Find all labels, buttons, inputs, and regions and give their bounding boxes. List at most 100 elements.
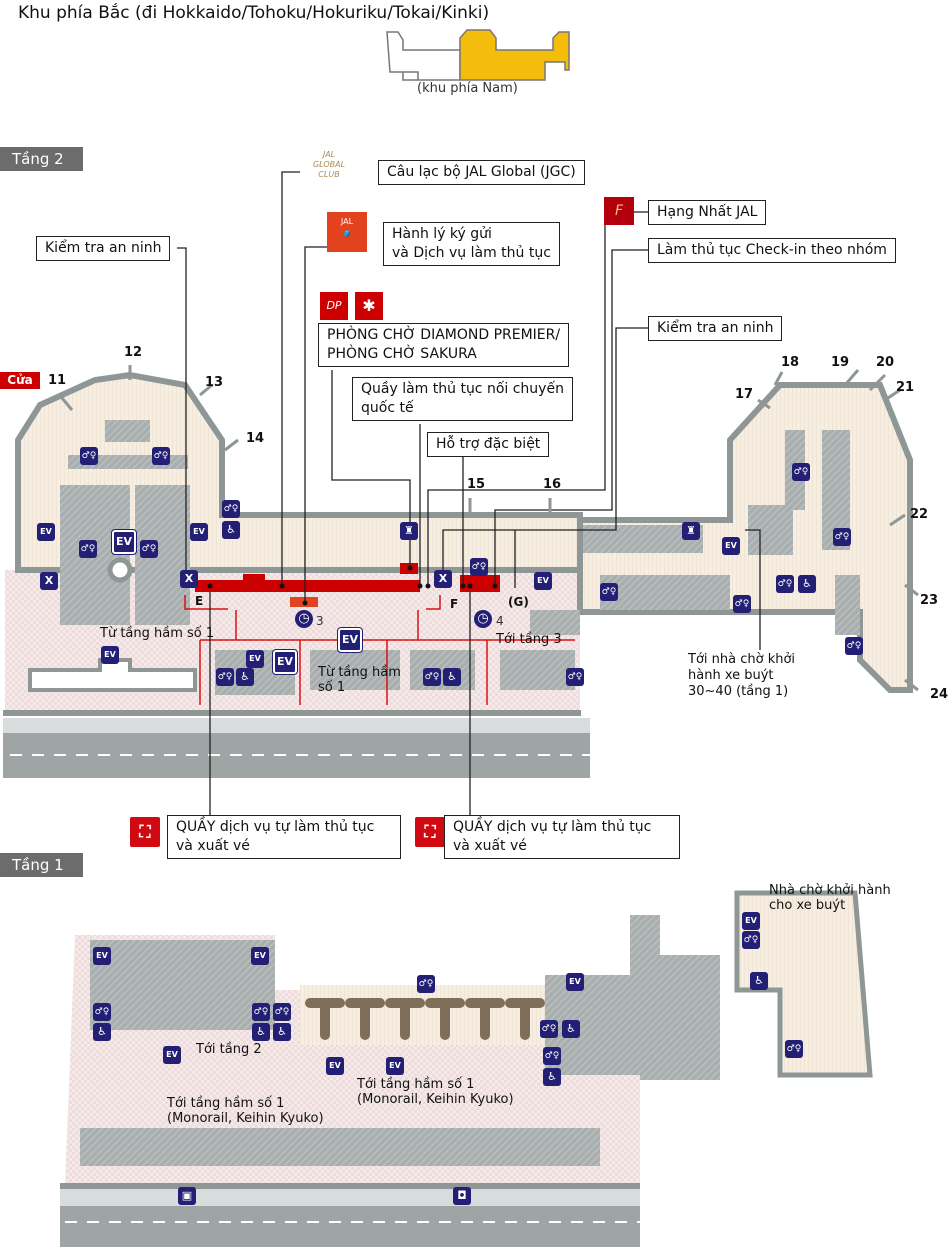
to-b1-line1: Tới tầng hầm số 1 [357,1077,475,1092]
restroom-icon: ♂♀ [470,558,488,576]
bus-waiting-line2: cho xe buýt [769,898,846,913]
intl-line1: Quầy làm thủ tục nối chuyến [361,381,564,397]
restroom-icon: ♂♀ [273,1003,291,1021]
baggage-tag-logo: JAL🧳 [327,212,367,252]
from-b1-line2: số 1 [318,680,346,695]
restroom-icon: ♂♀ [93,1003,111,1021]
intl-transfer-callout: Quầy làm thủ tục nối chuyến quốc tế [352,377,573,421]
to-b1-left-label: Tới tầng hầm số 1(Monorail, Keihin Kyuko… [167,1096,324,1126]
gate-tag: Cửa [0,372,40,389]
accessible-elevator-icon: EV [566,973,584,991]
restroom-icon: ♂♀ [776,575,794,593]
kiosk-icon: ⛶ [415,817,445,847]
from-b1-line1: Từ tầng hầm [318,665,401,680]
clock-4-label: 4 [496,614,504,628]
to-floor3-label: Tới tầng 3 [496,632,562,647]
to-b1-line2: (Monorail, Keihin Kyuko) [167,1111,324,1126]
entrance-g-label: (G) [508,595,529,609]
baggage-callout: Hành lý ký gửi và Dịch vụ làm thủ tục [383,222,560,266]
xray-security-icon: X [180,570,198,588]
special-assistance-callout: Hỗ trợ đặc biệt [427,432,550,457]
gate-number: 19 [831,355,850,370]
bus-stop-icon: ▣ [178,1187,196,1205]
first-class-logo: F [604,197,634,225]
checkin-counter-f [460,575,500,592]
floor2-plan [3,171,919,820]
accessible-elevator-icon: EV [326,1057,344,1075]
restroom-icon: ♂♀ [152,447,170,465]
intl-line2: quốc tế [361,400,414,416]
lounge-icon: ♜ [400,522,418,540]
security-left-callout: Kiểm tra an ninh [36,236,171,261]
accessible-elevator-icon: EV [246,650,264,668]
sakura-logo: ✱ [355,292,383,320]
kiosk-line1: QUẦY dịch vụ tự làm thủ tục [176,819,375,835]
page-title: Khu phía Bắc (đi Hokkaido/Tohoku/Hokurik… [18,3,490,23]
restroom-icon: ♂♀ [80,447,98,465]
route-lines [184,595,575,705]
restroom-icon: ♂♀ [252,1003,270,1021]
accessible-elevator-icon: EV [101,646,119,664]
bus-line3: 30~40 (tầng 1) [688,684,789,699]
accessible-elevator-icon: EV [37,523,55,541]
lounge-line1: PHÒNG CHỜ DIAMOND PREMIER/ [327,327,561,343]
restroom-icon: ♂♀ [600,583,618,601]
kiosk-icon: ⛶ [130,817,160,847]
xray-security-icon: X [434,570,452,588]
restroom-icon: ♂♀ [140,540,158,558]
restroom-icon: ♂♀ [540,1020,558,1038]
kiosk-line2: và xuất vé [176,838,250,854]
wheelchair-icon: ♿ [93,1023,111,1041]
accessible-elevator-icon: EV [93,947,111,965]
sidewalk [3,718,590,733]
bus-line1: Tới nhà chờ khởi [688,652,796,667]
kiosk-line2: và xuất vé [453,838,527,854]
restroom-icon: ♂♀ [423,668,441,686]
checkin-counter-e [195,580,420,592]
restroom-icon: ♂♀ [785,1040,803,1058]
elevator-icon: EV [272,649,298,675]
restroom-icon: ♂♀ [845,637,863,655]
to-b1-line2: (Monorail, Keihin Kyuko) [357,1092,514,1107]
locator-north-zone [386,31,461,81]
restroom-icon: ♂♀ [417,975,435,993]
entrance-e-label: E [195,594,204,608]
restroom-icon: ♂♀ [566,668,584,686]
accessible-elevator-icon: EV [386,1057,404,1075]
clock-3-label: 3 [316,614,324,628]
gate-number: 13 [205,375,224,390]
wheelchair-icon: ♿ [252,1023,270,1041]
group-checkin-callout: Làm thủ tục Check-in theo nhóm [648,238,896,263]
wheelchair-icon: ♿ [750,972,768,990]
wheelchair-icon: ♿ [543,1068,561,1086]
to-b1-mid-label: Tới tầng hầm số 1(Monorail, Keihin Kyuko… [357,1077,514,1107]
accessible-elevator-icon: EV [163,1046,181,1064]
baggage-line2: và Dịch vụ làm thủ tục [392,245,551,261]
clock-icon: ◷ [295,610,313,628]
accessible-elevator-icon: EV [190,523,208,541]
gate-number: 24 [930,687,949,702]
wheelchair-icon: ♿ [798,575,816,593]
xray-security-icon: X [40,572,58,590]
elevator-icon: EV [111,529,137,555]
baggage-line1: Hành lý ký gửi [392,226,492,242]
jgc-callout: Câu lạc bộ JAL Global (JGC) [378,160,585,185]
accessible-elevator-icon: EV [722,537,740,555]
clock-icon: ◷ [474,610,492,628]
diamond-premier-logo: DP [320,292,348,320]
restroom-icon: ♂♀ [792,463,810,481]
restroom-icon: ♂♀ [543,1047,561,1065]
gate-number: 23 [920,593,939,608]
lounge-line2: PHÒNG CHỜ SAKURA [327,346,477,362]
restroom-icon: ♂♀ [742,931,760,949]
wheelchair-icon: ♿ [562,1020,580,1038]
gate-number: 17 [735,387,754,402]
elevator-icon: EV [337,627,363,653]
locator-map [386,29,570,81]
gate-number: 22 [910,507,929,522]
kiosk-callout-left: QUẦY dịch vụ tự làm thủ tục và xuất vé [167,815,401,859]
